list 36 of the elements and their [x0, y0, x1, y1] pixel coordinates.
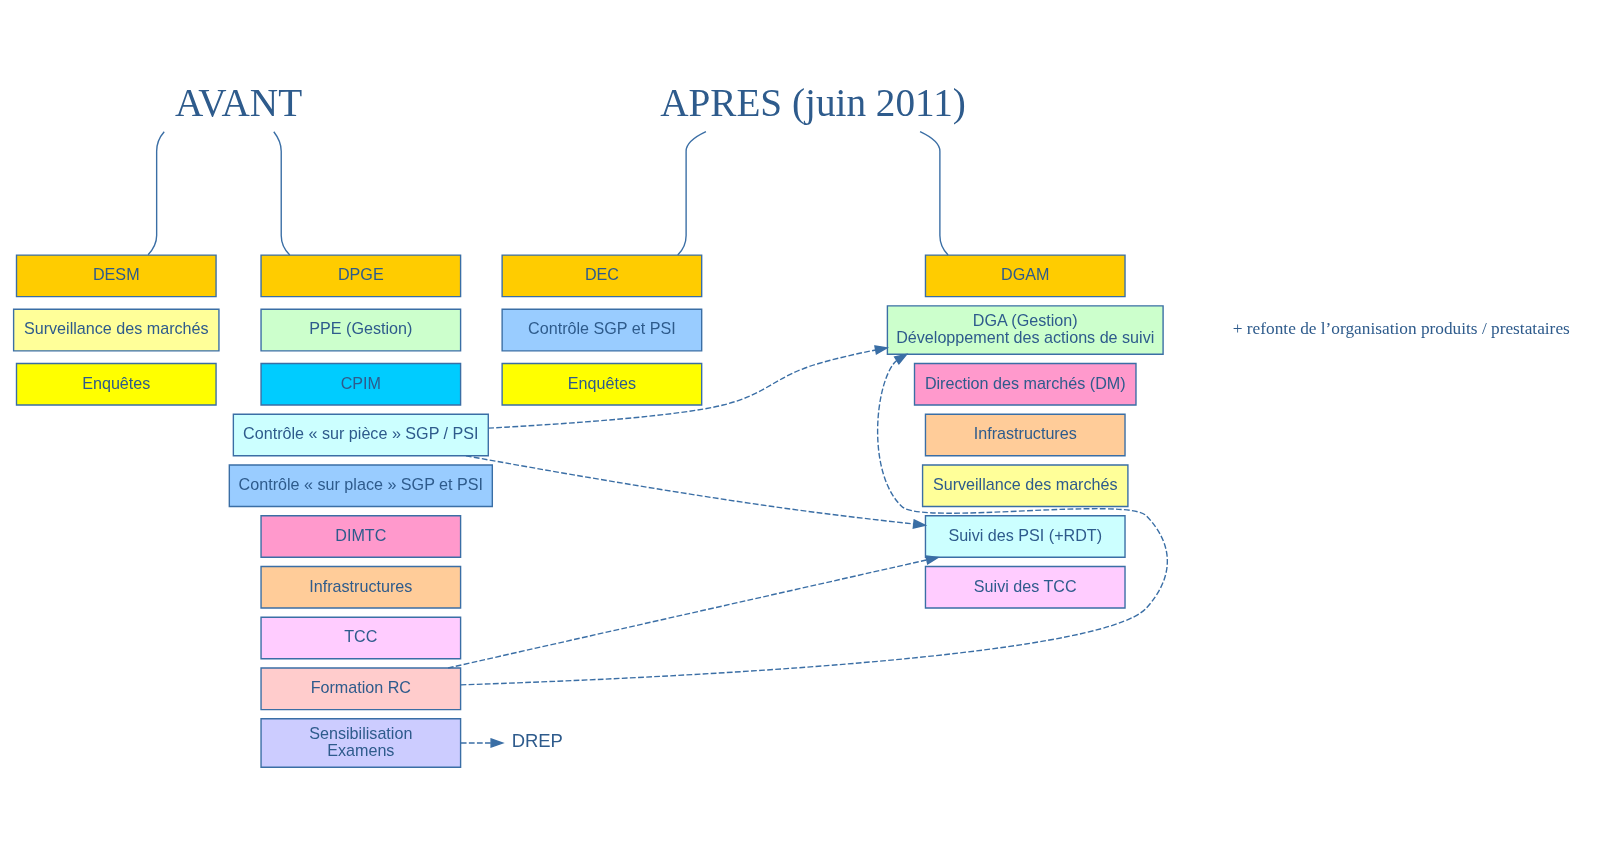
node-box: DGAM — [924, 253, 1126, 297]
arrow — [487, 344, 889, 429]
node-box: CPIM — [259, 362, 461, 406]
node-box: Suivi des PSI (+RDT) — [924, 514, 1126, 558]
arrow — [459, 737, 505, 748]
node-box: Contrôle SGP et PSI — [500, 308, 702, 351]
node-box: Sensibilisation Examens — [259, 717, 461, 768]
arrow — [464, 454, 927, 529]
connector — [676, 130, 707, 256]
arrow — [459, 352, 1168, 686]
node-box: Surveillance des marchés — [921, 463, 1129, 507]
node-box: Enquêtes — [15, 362, 217, 406]
node-label: + refonte de l’organisation produits / prestataires — [1232, 318, 1570, 338]
node-box: DEC — [500, 253, 702, 297]
node-text: AVANT — [174, 80, 302, 124]
node-box: Infrastructures — [924, 413, 1126, 456]
connector — [918, 130, 949, 256]
node-box: DPGE — [259, 253, 461, 297]
node-text: APRES (juin 2011) — [659, 80, 966, 124]
node-box: DIMTC — [259, 514, 461, 558]
node-box: Surveillance des marchés — [12, 308, 220, 351]
connector — [272, 130, 290, 256]
node-box: TCC — [259, 616, 461, 659]
node-box: Suivi des TCC — [924, 565, 1126, 609]
node-box: Formation RC — [259, 666, 461, 710]
node-box: Contrôle « sur pièce » SGP / PSI — [232, 413, 489, 456]
node-box: PPE (Gestion) — [259, 308, 461, 351]
arrow — [446, 554, 940, 669]
node-text: DREP — [511, 729, 563, 751]
node-box: Infrastructures — [259, 565, 461, 609]
node-box: DESM — [15, 253, 217, 297]
node-box: Enquêtes — [500, 362, 702, 406]
node-box: DGA (Gestion) Développement des actions de suivi — [886, 304, 1164, 355]
node-box: Direction des marchés (DM) — [913, 362, 1137, 406]
node-box: Contrôle « sur place » SGP et PSI — [228, 463, 493, 507]
connector — [146, 130, 165, 255]
